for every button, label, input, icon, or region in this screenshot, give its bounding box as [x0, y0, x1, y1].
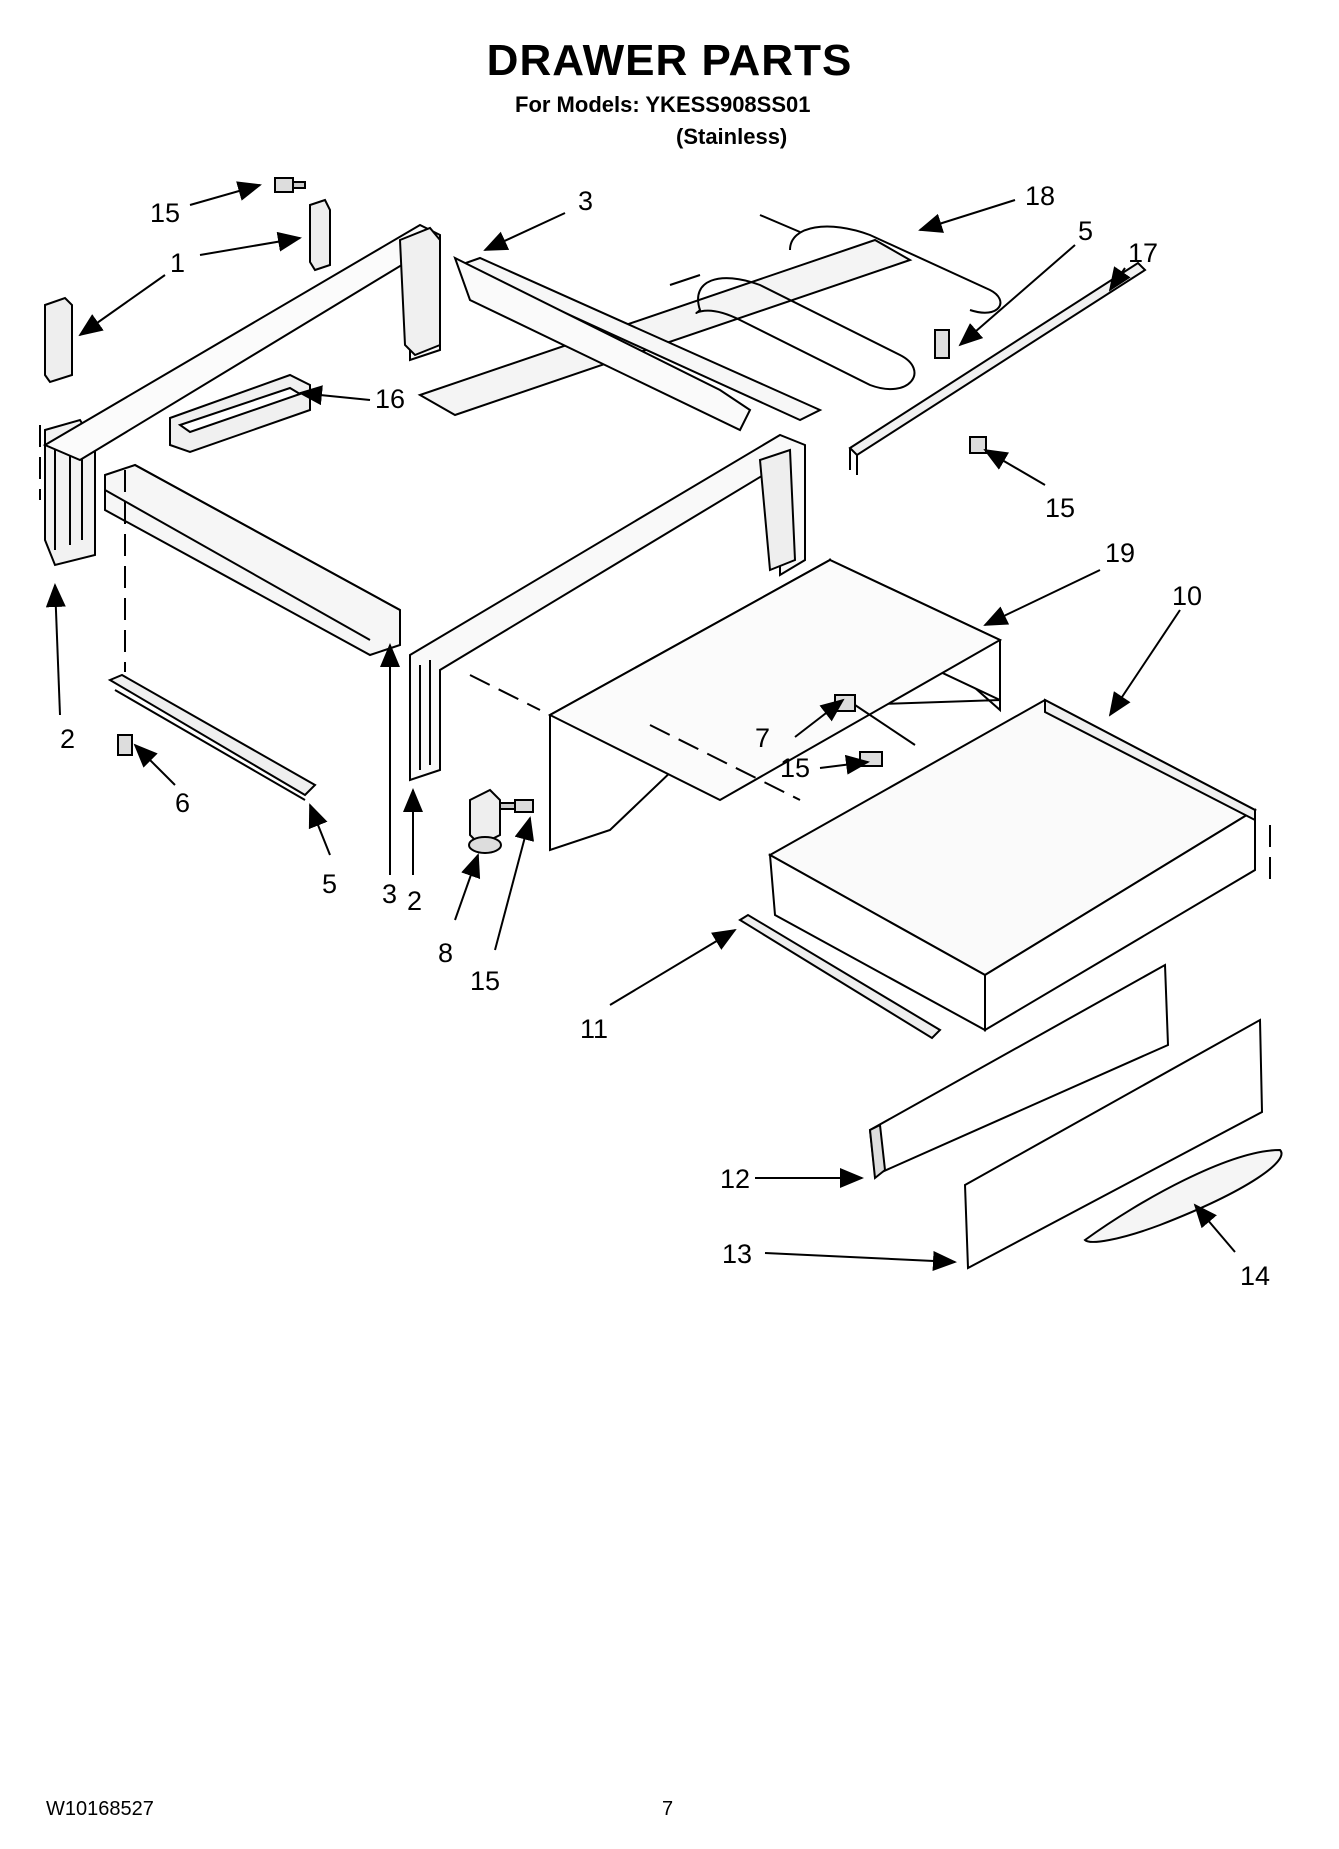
- callout-15: 15: [470, 966, 500, 996]
- part-11-drawer-slide: [738, 913, 942, 1040]
- page-title: DRAWER PARTS: [486, 36, 853, 85]
- part-15-screw-right: [969, 436, 987, 454]
- part-frame-left-rail: [42, 223, 441, 462]
- part-3-rear-frame-rail: [417, 238, 913, 432]
- callout-15: 15: [780, 753, 810, 783]
- models-line: For Models: YKESS908SS01: [515, 92, 811, 117]
- callout-16: 16: [375, 384, 405, 414]
- part-13-drawer-front-panel: [963, 1018, 1264, 1270]
- callout-19: 19: [1105, 538, 1135, 568]
- page-number: 7: [662, 1798, 674, 1820]
- part-5-screw-top: [934, 329, 950, 359]
- part-10-drawer-body: [767, 698, 1258, 1032]
- callout-10: 10: [1172, 581, 1202, 611]
- callout-11: 11: [580, 1014, 608, 1044]
- callout-8: 8: [438, 938, 453, 968]
- part-18-heating-element: [669, 214, 1002, 391]
- part-14-handle: [1083, 1148, 1283, 1243]
- assembly-dash-lines: [39, 425, 1271, 880]
- callout-14: 14: [1240, 1261, 1270, 1291]
- callout-15: 15: [150, 198, 180, 228]
- part-2-right-side-bracket: [409, 433, 806, 782]
- callout-labels: 15 1 3 18 5 17 16 15 19 10 2 7 15 6 5 3 …: [60, 181, 1270, 1291]
- part-15-screw-top-left: [274, 177, 306, 193]
- part-1-bracket: [44, 198, 331, 384]
- callout-5: 5: [1078, 216, 1093, 246]
- part-12-drawer-front-inner: [868, 963, 1170, 1180]
- callout-18: 18: [1025, 181, 1055, 211]
- document-code: W10168527: [46, 1798, 154, 1820]
- part-17-trim-strip: [848, 261, 1147, 475]
- part-8-anti-tip-bracket: [468, 788, 502, 854]
- callout-15: 15: [1045, 493, 1075, 523]
- callout-3: 3: [578, 186, 593, 216]
- part-19-drawer-liner: [547, 558, 1003, 852]
- part-15-screw-lower: [499, 799, 534, 813]
- variant-line: (Stainless): [676, 124, 788, 149]
- callout-7: 7: [755, 723, 770, 753]
- callout-1: 1: [170, 248, 185, 278]
- part-6-leveling-leg: [117, 734, 133, 756]
- callout-2: 2: [407, 886, 422, 916]
- callout-6: 6: [175, 788, 190, 818]
- callout-5: 5: [322, 869, 337, 899]
- callout-3: 3: [382, 879, 397, 909]
- callout-12: 12: [720, 1164, 750, 1194]
- callout-17: 17: [1128, 238, 1158, 268]
- part-15-screw-center: [859, 751, 883, 767]
- part-3-front-frame-rail: [104, 463, 401, 657]
- part-5-side-rail: [107, 673, 317, 801]
- callout-leaders: [45, 181, 1236, 1271]
- callout-2: 2: [60, 724, 75, 754]
- callout-13: 13: [722, 1239, 752, 1269]
